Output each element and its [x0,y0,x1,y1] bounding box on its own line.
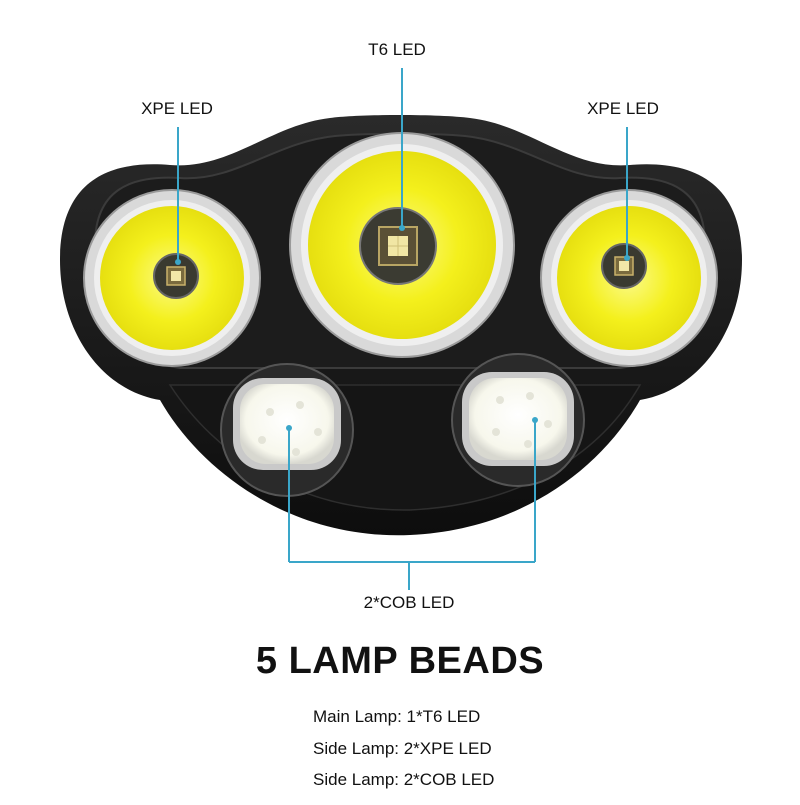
cob-led-left [220,363,354,497]
callout-label-cob: 2*COB LED [363,593,455,612]
callout-label-xpe-left: XPE LED [141,99,213,118]
callout-dots [175,225,630,431]
cob-led-right [451,353,585,487]
spec-line-side-lamp-cob: Side Lamp: 2*COB LED [313,770,495,789]
callout-lines [177,68,628,590]
headline: 5 LAMP BEADS [255,640,545,682]
callout-label-t6: T6 LED [368,40,426,59]
xpe-led-right [540,189,718,367]
spec-line-side-lamp-xpe: Side Lamp: 2*XPE LED [313,739,492,758]
callout-label-xpe-right: XPE LED [587,99,659,118]
spec-line-main-lamp: Main Lamp: 1*T6 LED [313,707,481,726]
xpe-led-left [83,189,261,367]
t6-led-main [289,132,515,358]
